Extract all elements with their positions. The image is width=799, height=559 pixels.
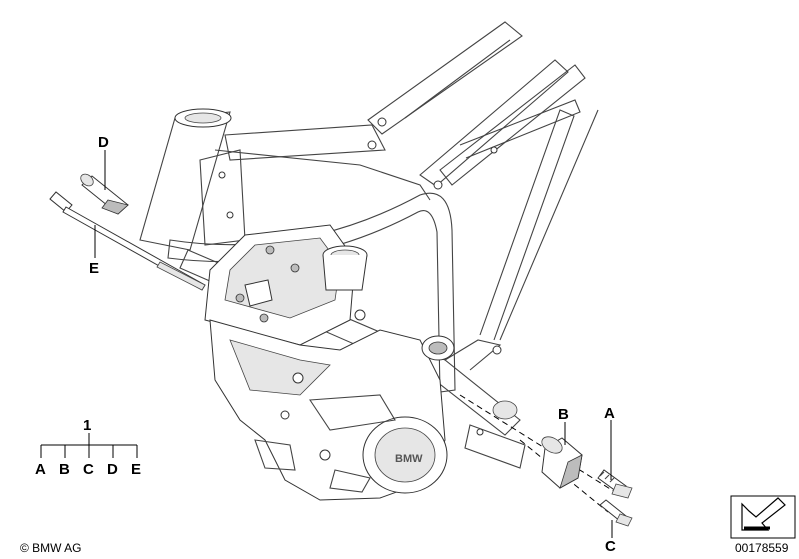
callout-e: E [89,260,99,277]
tree-label-a: A [35,461,46,478]
alignment-line-lower [519,439,609,513]
tree-label-b: B [59,461,70,478]
callout-b: B [558,406,569,423]
part-group-tree: 1 A B C D E [35,417,141,478]
part-b-spacer [541,436,583,489]
callout-c: C [605,538,616,555]
part-c-pin [599,499,633,527]
part-e-long-bolt [49,191,206,291]
alignment-line-upper [459,394,616,493]
part-a-bolt [597,469,633,499]
tree-label-d: D [107,461,118,478]
callout-a: A [604,405,615,422]
tree-label-c: C [83,461,94,478]
group-label: 1 [83,417,91,434]
view-direction-arrow-icon [730,495,796,539]
part-d-sleeve [80,173,129,215]
engine: BMW [204,224,455,501]
image-number: 00178559 [735,541,789,555]
copyright-text: © BMW AG [20,541,82,555]
motorcycle-frame [139,21,599,469]
callout-d: D [98,134,109,151]
tree-label-e: E [131,461,141,478]
engine-logo-icon: BMW [395,453,423,465]
